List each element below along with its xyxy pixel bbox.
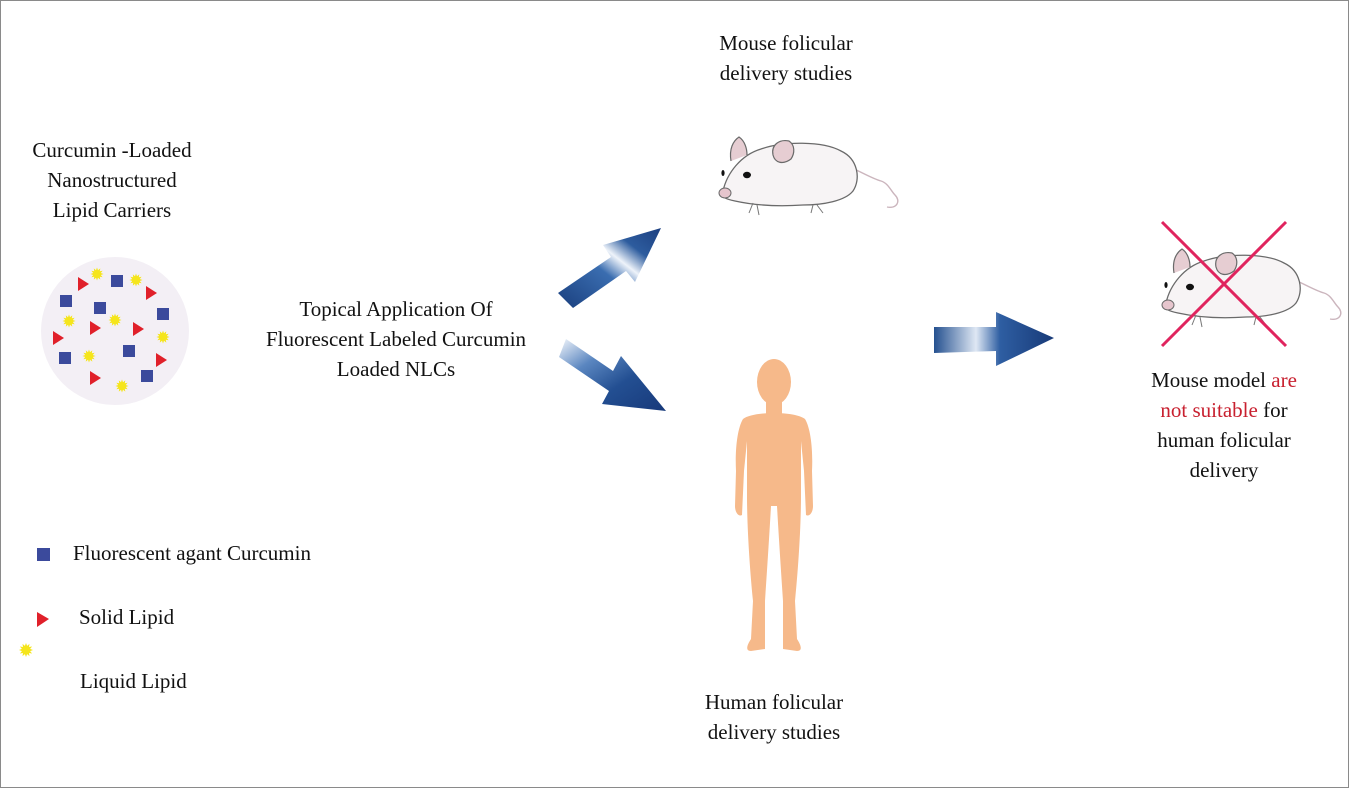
human-title-line-1: Human folicular bbox=[704, 690, 844, 714]
conclusion-line-2-black: for bbox=[1257, 398, 1288, 422]
curcumin-square bbox=[141, 370, 153, 382]
mouse-title-line-2: delivery studies bbox=[719, 61, 853, 85]
liquid-lipid-star bbox=[115, 379, 129, 393]
solid-lipid-triangle bbox=[156, 353, 167, 367]
curcumin-square bbox=[123, 345, 135, 357]
nlc-title: Curcumin -Loaded Nanostructured Lipid Ca… bbox=[1, 135, 223, 225]
conclusion-line-1-red: are bbox=[1271, 368, 1297, 392]
conclusion-line-4: delivery bbox=[1189, 458, 1259, 482]
liquid-lipid-star bbox=[90, 267, 104, 281]
human-studies-title: Human folicular delivery studies bbox=[679, 687, 869, 747]
particle-contents bbox=[53, 267, 170, 393]
conclusion-line-1-black: Mouse model bbox=[1151, 368, 1272, 392]
mouse-illustration bbox=[718, 136, 899, 216]
conclusion-line-1: Mouse model are bbox=[1119, 365, 1329, 395]
solid-lipid-triangle bbox=[133, 322, 144, 336]
legend-label-solid-lipid: Solid Lipid bbox=[79, 605, 175, 629]
liquid-lipid-star bbox=[156, 330, 170, 344]
nlc-title-line-3: Lipid Carriers bbox=[52, 198, 172, 222]
application-text-line-1: Topical Application Of bbox=[299, 297, 493, 321]
cross-line-2 bbox=[1160, 220, 1288, 348]
application-text-line-3: Loaded NLCs bbox=[336, 357, 456, 381]
yellow-star-icon bbox=[19, 643, 33, 657]
red-triangle-icon bbox=[37, 612, 49, 627]
legend-label-liquid-lipid: Liquid Lipid bbox=[80, 669, 187, 693]
application-text-line-2: Fluorescent Labeled Curcumin bbox=[265, 327, 527, 351]
liquid-lipid-star bbox=[82, 349, 96, 363]
arrow-right-icon bbox=[934, 312, 1054, 366]
conclusion-line-2-red: not suitable bbox=[1160, 398, 1258, 422]
nlc-title-line-1: Curcumin -Loaded bbox=[32, 138, 192, 162]
solid-lipid-triangle bbox=[146, 286, 157, 300]
legend-star-shape bbox=[19, 643, 33, 657]
liquid-lipid-star bbox=[108, 313, 122, 327]
liquid-lipid-star bbox=[62, 314, 76, 328]
nlc-particle bbox=[41, 257, 189, 405]
blue-square-icon bbox=[37, 548, 50, 561]
solid-lipid-triangle bbox=[53, 331, 64, 345]
conclusion-line-2: not suitable for bbox=[1119, 395, 1329, 425]
legend-label-curcumin: Fluorescent agant Curcumin bbox=[73, 541, 311, 565]
curcumin-square bbox=[60, 295, 72, 307]
curcumin-square bbox=[59, 352, 71, 364]
conclusion-text: Mouse model are not suitable for human f… bbox=[1119, 365, 1329, 485]
legend-icons bbox=[19, 548, 50, 657]
curcumin-square bbox=[157, 308, 169, 320]
arrow-to-mouse bbox=[558, 228, 661, 308]
mouse-title-line-1: Mouse folicular bbox=[719, 31, 853, 55]
arrow-up-right-icon bbox=[558, 228, 661, 308]
crossed-mouse bbox=[1160, 220, 1342, 348]
curcumin-square bbox=[94, 302, 106, 314]
conclusion-line-3: human folicular bbox=[1157, 428, 1291, 452]
mouse-studies-title: Mouse folicular delivery studies bbox=[691, 28, 881, 88]
liquid-lipid-star bbox=[129, 273, 143, 287]
solid-lipid-triangle bbox=[90, 321, 101, 335]
application-text: Topical Application Of Fluorescent Label… bbox=[236, 294, 556, 384]
human-silhouette bbox=[735, 359, 813, 651]
arrow-to-human bbox=[559, 339, 666, 411]
human-title-line-2: delivery studies bbox=[707, 720, 841, 744]
curcumin-square bbox=[111, 275, 123, 287]
arrow-to-conclusion bbox=[934, 312, 1054, 366]
arrow-down-right-icon bbox=[559, 339, 666, 411]
solid-lipid-triangle bbox=[78, 277, 89, 291]
solid-lipid-triangle bbox=[90, 371, 101, 385]
nlc-title-line-2: Nanostructured bbox=[47, 168, 177, 192]
